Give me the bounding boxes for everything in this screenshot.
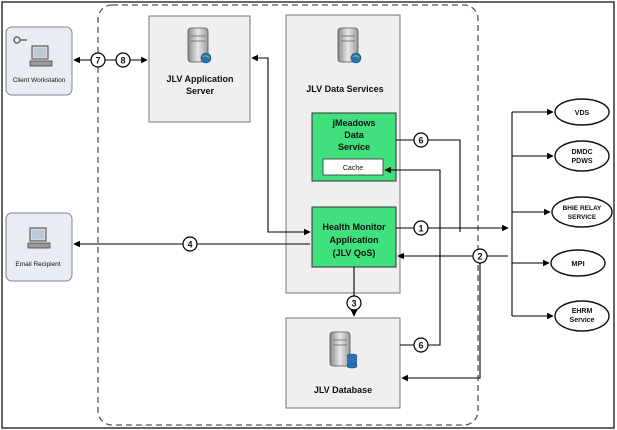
health-label-line3: (JLV QoS) <box>333 248 376 258</box>
ehrm-label-line2: Service <box>570 317 595 324</box>
system-boundary <box>97 4 479 426</box>
mpi-cloud: MPI <box>550 249 606 277</box>
app-server-label-line2: Server <box>186 86 215 96</box>
vds-cloud: VDS <box>554 98 610 126</box>
dmdc-cloud: DMDC PDWS <box>554 140 610 172</box>
ehrm-label-line1: EHRM <box>572 308 593 315</box>
svg-text:3: 3 <box>351 299 356 309</box>
jmeadows-label-line2: Data <box>344 130 365 140</box>
health-label-line1: Health Monitor <box>323 222 386 232</box>
database-return-connector <box>401 258 481 382</box>
step-badge-4: 4 <box>182 236 198 252</box>
step-badge-6-jmeadows: 6 <box>413 132 429 148</box>
jlv-application-server-node: JLV Application Server <box>148 15 251 123</box>
database-label: JLV Database <box>314 385 372 395</box>
dmdc-label-line1: DMDC <box>572 149 593 156</box>
key-icon <box>13 36 27 44</box>
workstation-icon <box>29 45 53 67</box>
app-server-label-line1: JLV Application <box>166 74 233 84</box>
cache-label: Cache <box>343 165 363 172</box>
client-workstation-node: Client Workstation <box>5 26 73 96</box>
svg-text:7: 7 <box>95 56 100 66</box>
email-recipient-node: Email Recipient <box>5 212 73 282</box>
health-monitor-node: Health Monitor Application (JLV QoS) <box>311 206 397 268</box>
database-icon <box>329 331 358 369</box>
svg-text:6: 6 <box>418 341 423 351</box>
health-label-line2: Application <box>330 235 379 245</box>
bhie-relay-cloud: BHIE RELAY SERVICE <box>551 196 613 228</box>
ehrm-cloud: EHRM Service <box>554 300 610 332</box>
server-icon <box>187 27 212 64</box>
workstation-icon <box>27 227 51 249</box>
jmeadows-label-line1: jMeadows <box>331 118 375 128</box>
step-badge-1: 1 <box>413 220 429 236</box>
step-badge-2: 2 <box>472 248 488 264</box>
email-recipient-label: Email Recipient <box>15 261 60 268</box>
app-health-connector <box>251 54 311 236</box>
data-services-label: JLV Data Services <box>306 84 383 94</box>
client-workstation-label: Client Workstation <box>13 77 66 84</box>
cache-box <box>322 158 384 176</box>
svg-text:4: 4 <box>187 240 192 250</box>
bhie-label-line2: SERVICE <box>568 214 597 221</box>
step-badge-7: 7 <box>90 52 106 68</box>
server-icon <box>337 27 362 64</box>
jlv-database-node: JLV Database <box>285 317 401 409</box>
svg-text:1: 1 <box>418 224 423 234</box>
bhie-label-line1: BHIE RELAY <box>563 205 602 212</box>
svg-text:8: 8 <box>120 56 125 66</box>
step-badge-6-database: 6 <box>413 337 429 353</box>
svg-text:2: 2 <box>477 252 482 262</box>
svg-text:6: 6 <box>418 136 423 146</box>
vds-label: VDS <box>575 110 590 117</box>
jmeadows-data-service-node: jMeadows Data Service Cache <box>311 112 397 182</box>
dmdc-label-line2: PDWS <box>572 158 593 165</box>
jmeadows-external-line <box>396 139 461 232</box>
jmeadows-label-line3: Service <box>338 142 370 152</box>
step-badge-3: 3 <box>346 295 362 311</box>
step-badge-8: 8 <box>115 52 131 68</box>
mpi-label: MPI <box>571 259 584 268</box>
